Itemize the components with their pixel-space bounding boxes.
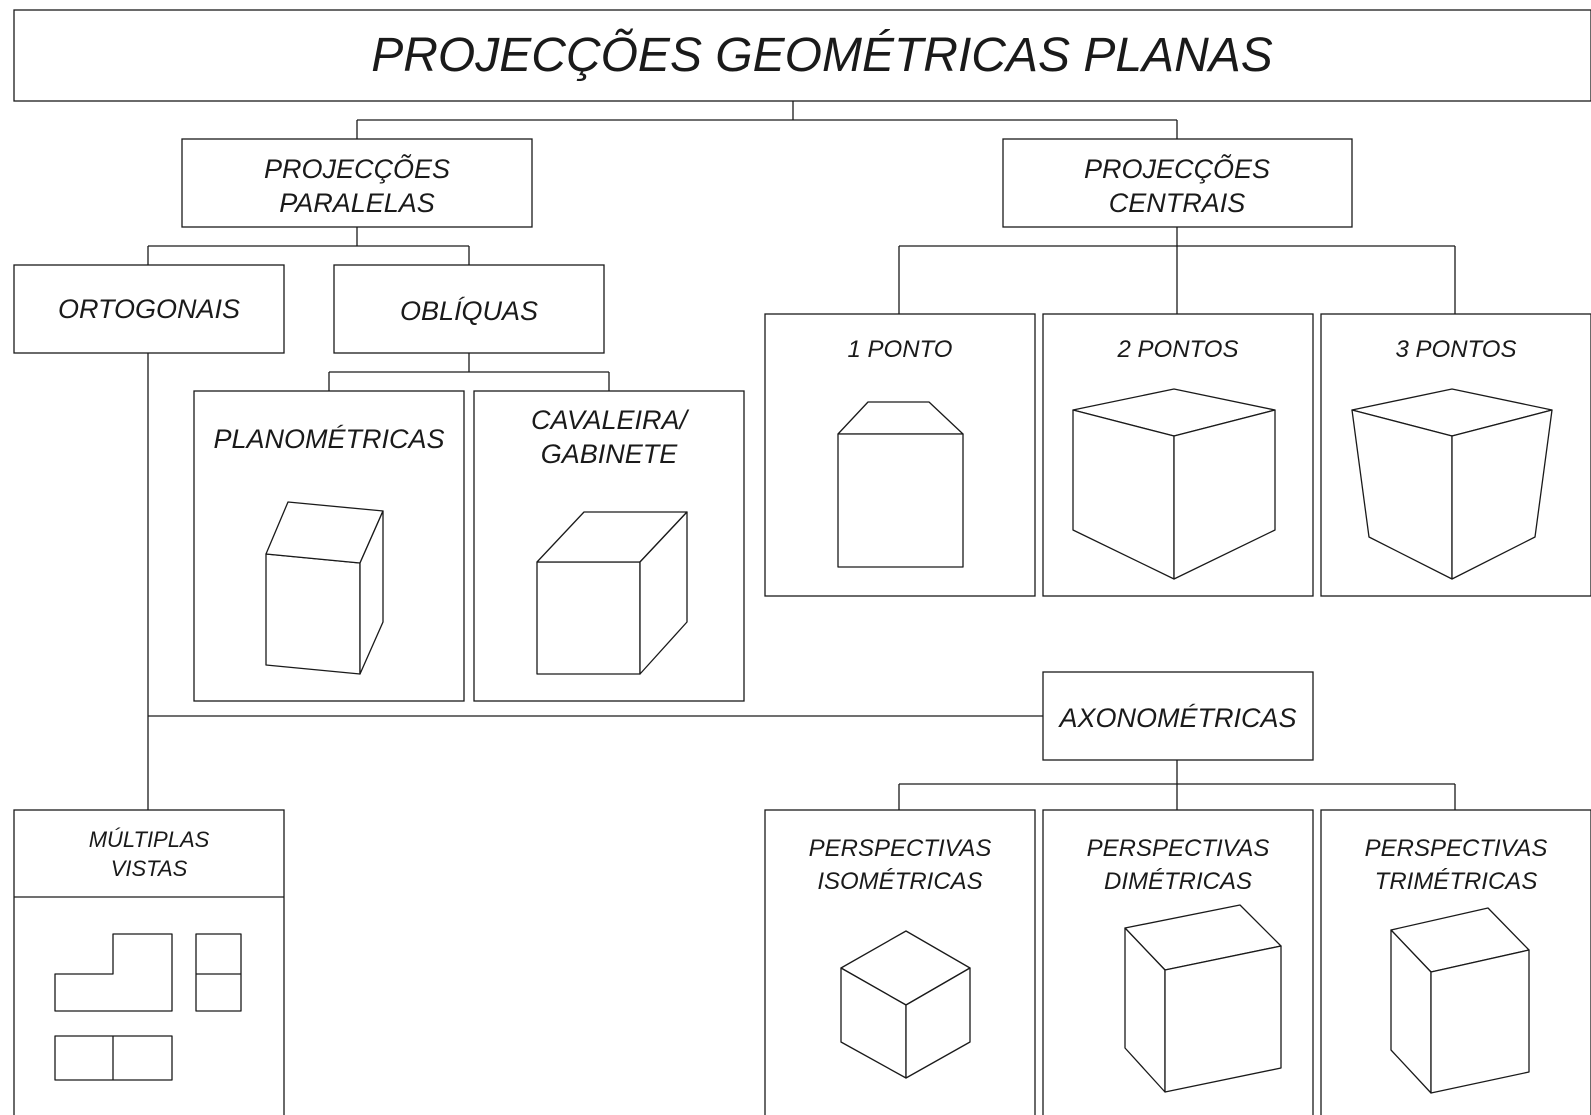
axonometricas-label: AXONOMÉTRICAS	[1057, 703, 1296, 733]
dimetricas-label-line1: PERSPECTIVAS	[1087, 835, 1270, 862]
paralelas-label-line2: PARALELAS	[279, 188, 435, 218]
three-point-cube-drawing	[1351, 388, 1553, 580]
node-axonometricas: AXONOMÉTRICAS	[1042, 671, 1314, 761]
planometricas-label: PLANOMÉTRICAS	[213, 424, 444, 454]
two-point-cube-drawing	[1072, 388, 1276, 580]
node-obliquas: OBLÍQUAS	[333, 264, 605, 354]
um-ponto-label: 1 PONTO	[848, 336, 953, 363]
node-planometricas: PLANOMÉTRICAS	[193, 390, 465, 702]
dimetricas-label-line2: DIMÉTRICAS	[1104, 868, 1252, 895]
trimetricas-label-line2: TRIMÉTRICAS	[1375, 868, 1538, 895]
connector-centrais-to-children	[898, 227, 1456, 314]
isometricas-label-line2: ISOMÉTRICAS	[817, 868, 982, 895]
trimetricas-label-line1: PERSPECTIVAS	[1365, 835, 1548, 862]
node-2-pontos: 2 PONTOS	[1042, 313, 1314, 597]
multiplas-label-line1: MÚLTIPLAS	[89, 827, 210, 852]
node-projeccoes-centrais: PROJECÇÕES CENTRAIS	[1002, 138, 1353, 228]
multiview-drawing	[54, 933, 242, 1081]
centrais-label-line1: PROJECÇÕES	[1084, 153, 1270, 184]
trimetric-cube-drawing	[1390, 907, 1530, 1094]
node-cavaleira-gabinete: CAVALEIRA/ GABINETE	[473, 390, 745, 702]
connector-title-to-level1	[356, 101, 1178, 139]
dois-pontos-label: 2 PONTOS	[1117, 336, 1239, 363]
node-ortogonais: ORTOGONAIS	[13, 264, 285, 354]
node-trimetricas: PERSPECTIVAS TRIMÉTRICAS	[1320, 809, 1591, 1115]
multiplas-label-line2: VISTAS	[111, 856, 188, 881]
connector-paralelas-to-children	[147, 227, 470, 265]
node-1-ponto: 1 PONTO	[764, 313, 1036, 597]
title-node: PROJECÇÕES GEOMÉTRICAS PLANAS	[13, 9, 1591, 102]
connector-ortogonais-trunk	[147, 353, 1043, 810]
connector-axonometricas-to-children	[898, 760, 1456, 810]
cavalier-cube-drawing	[536, 511, 688, 675]
planometric-cube-drawing	[265, 501, 384, 675]
node-multiplas-vistas: MÚLTIPLAS VISTAS	[13, 809, 285, 1115]
node-isometricas: PERSPECTIVAS ISOMÉTRICAS	[764, 809, 1036, 1115]
cavaleira-label-line1: CAVALEIRA/	[531, 405, 690, 435]
paralelas-label-line1: PROJECÇÕES	[264, 153, 450, 184]
node-projeccoes-paralelas: PROJECÇÕES PARALELAS	[181, 138, 533, 228]
connector-obliquas-to-children	[328, 353, 610, 391]
cavaleira-label-line2: GABINETE	[541, 439, 679, 469]
centrais-label-line2: CENTRAIS	[1109, 188, 1246, 218]
isometric-cube-drawing	[840, 930, 971, 1079]
dimetric-cube-drawing	[1124, 904, 1282, 1093]
node-dimetricas: PERSPECTIVAS DIMÉTRICAS	[1042, 809, 1314, 1115]
isometricas-label-line1: PERSPECTIVAS	[809, 835, 992, 862]
obliquas-label: OBLÍQUAS	[400, 296, 538, 326]
connectors	[147, 101, 1456, 810]
one-point-cube-drawing	[837, 401, 964, 568]
tres-pontos-label: 3 PONTOS	[1396, 336, 1517, 363]
diagram-title: PROJECÇÕES GEOMÉTRICAS PLANAS	[371, 28, 1273, 82]
ortogonais-label: ORTOGONAIS	[58, 294, 240, 324]
node-3-pontos: 3 PONTOS	[1320, 313, 1591, 597]
